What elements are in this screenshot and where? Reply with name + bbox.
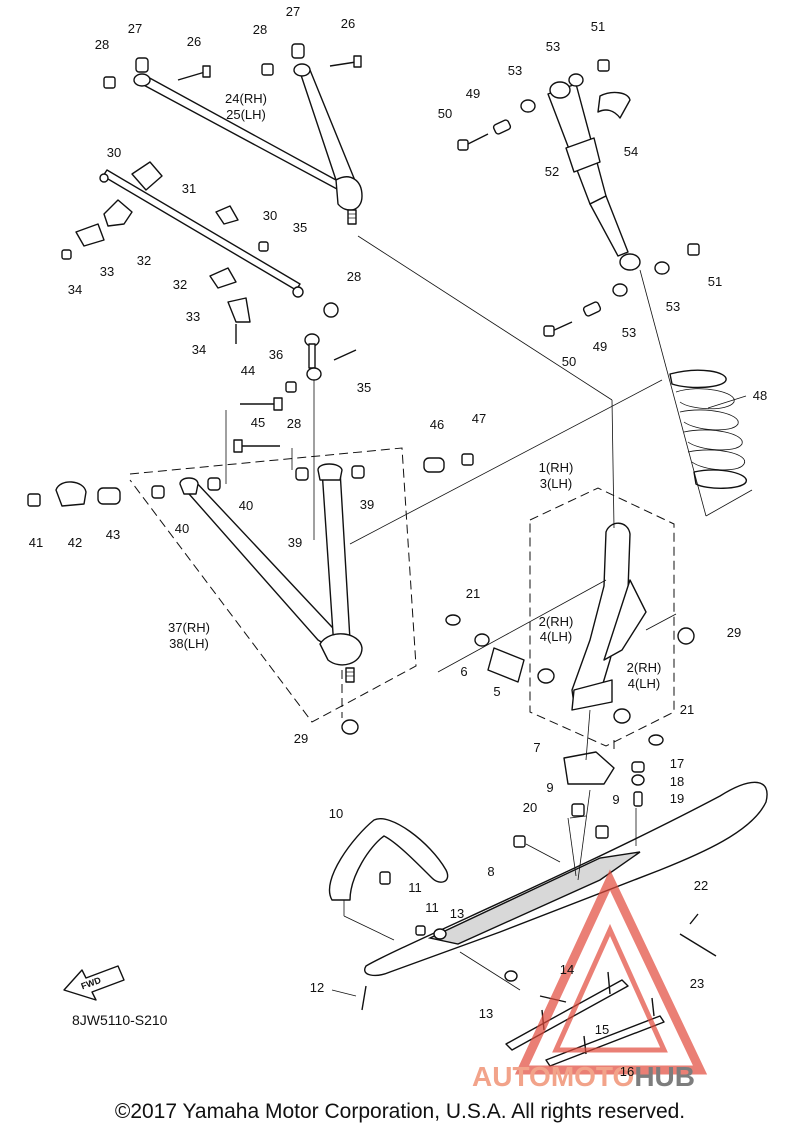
callout-46: 46 [430,417,444,432]
group-outlines [129,447,675,752]
callout-28-a: 28 [95,37,109,52]
callout-36: 36 [269,347,283,362]
callout-23: 23 [690,976,704,991]
callout-9-a: 9 [546,780,553,795]
callout-39-b: 39 [360,497,374,512]
callout-32-b: 32 [173,277,187,292]
upper-arm-hardware [103,43,362,89]
callout-40-a: 40 [175,521,189,536]
callout-53-d: 53 [622,325,636,340]
callout-11-b: 11 [425,900,439,915]
stabilizer-link [285,333,357,393]
callout-6: 6 [460,664,467,679]
callout-1: 1(RH) [539,460,574,475]
callout-34-b: 34 [192,342,206,357]
callout-51-a: 51 [591,19,605,34]
callout-41: 41 [29,535,43,550]
callout-29-a: 29 [727,625,741,640]
callout-4-a: 4(LH) [540,629,573,644]
callout-37: 37(RH) [168,620,210,635]
callout-50-a: 50 [438,106,452,121]
watermark-text-part1: AUTOMOTO [472,1061,634,1092]
callout-3: 3(LH) [540,476,573,491]
callout-20: 20 [523,800,537,815]
callout-19: 19 [670,791,684,806]
callout-13-b: 13 [479,1006,493,1021]
callout-21-b: 21 [680,702,694,717]
callout-26-a: 26 [187,34,201,49]
callout-40-b: 40 [239,498,253,513]
callout-30-b: 30 [263,208,277,223]
callout-26-b: 26 [341,16,355,31]
lower-arm-hardware [27,397,474,735]
callout-27-a: 27 [128,21,142,36]
callout-29-b: 29 [294,731,308,746]
callout-49-b: 49 [593,339,607,354]
callout-35-a: 35 [293,220,307,235]
callout-49-a: 49 [466,86,480,101]
callout-27-b: 27 [286,4,300,19]
watermark-text-part2: HUB [634,1061,695,1092]
callout-2-a: 2(RH) [539,614,574,629]
callout-39-a: 39 [288,535,302,550]
callout-12: 12 [310,980,324,995]
callout-21-a: 21 [466,586,480,601]
callout-33-a: 33 [100,264,114,279]
callout-4-b: 4(LH) [628,676,661,691]
callout-22: 22 [694,878,708,893]
callout-45: 45 [251,415,265,430]
callout-42: 42 [68,535,82,550]
callout-35-b: 35 [357,380,371,395]
callout-25: 25(LH) [226,107,266,122]
callout-50-b: 50 [562,354,576,369]
callout-53-b: 53 [508,63,522,78]
callout-53-c: 53 [666,299,680,314]
callout-14: 14 [560,962,574,977]
callout-32-a: 32 [137,253,151,268]
lower-arm [179,463,363,683]
callout-2-b: 2(RH) [627,660,662,675]
callout-43: 43 [106,527,120,542]
shock-absorber [457,59,747,489]
spindle [445,522,695,746]
ski [328,751,768,1067]
callout-44: 44 [241,363,255,378]
stabilizer-bar [61,161,339,344]
callout-24: 24(RH) [225,91,267,106]
diagram-code: 8JW5110-S210 [72,1012,168,1028]
callout-52: 52 [545,164,559,179]
callouts: 1(RH) 3(LH) 2(RH) 4(LH) 2(RH) 4(LH) 5 6 … [29,4,767,1079]
callout-15: 15 [595,1022,609,1037]
fwd-arrow-icon: FWD [63,965,125,1001]
callout-33-b: 33 [186,309,200,324]
callout-51-b: 51 [708,274,722,289]
callout-47: 47 [472,411,486,426]
callout-38: 38(LH) [169,636,209,651]
watermark-text: AUTOMOTOHUB [472,1061,695,1092]
callout-28-d: 28 [287,416,301,431]
callout-30-a: 30 [107,145,121,160]
watermark-logo [514,869,708,1075]
callout-10: 10 [329,806,343,821]
callout-54: 54 [624,144,638,159]
copyright-notice: ©2017 Yamaha Motor Corporation, U.S.A. A… [114,1100,686,1123]
callout-53-a: 53 [546,39,560,54]
leader-lines [225,235,753,997]
callout-16: 16 [620,1064,634,1079]
callout-31: 31 [182,181,196,196]
callout-34-a: 34 [68,282,82,297]
callout-28-c: 28 [347,269,361,284]
callout-17: 17 [670,756,684,771]
callout-5: 5 [493,684,500,699]
callout-28-b: 28 [253,22,267,37]
callout-48: 48 [753,388,767,403]
callout-18: 18 [670,774,684,789]
callout-13-a: 13 [450,906,464,921]
callout-11-a: 11 [408,880,422,895]
upper-arm [133,63,363,225]
callout-8: 8 [487,864,494,879]
callout-9-b: 9 [612,792,619,807]
callout-7: 7 [533,740,540,755]
